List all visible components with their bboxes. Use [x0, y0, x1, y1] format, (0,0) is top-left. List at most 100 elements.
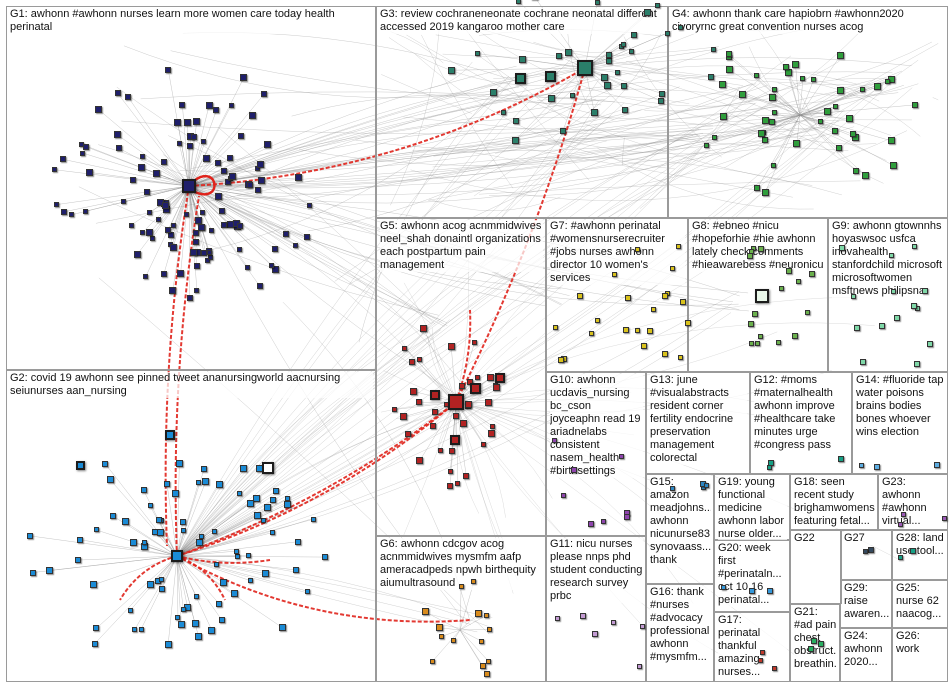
g1-node[interactable] [205, 102, 213, 110]
g3-node[interactable] [447, 66, 455, 74]
g2-node[interactable] [138, 626, 144, 632]
g3-node[interactable] [560, 127, 567, 134]
group-node[interactable] [772, 665, 778, 671]
g1-node[interactable] [189, 249, 197, 257]
g4-node[interactable] [884, 78, 890, 84]
g4-node[interactable] [769, 119, 776, 126]
g5-node[interactable] [416, 356, 422, 362]
g2-node[interactable] [213, 562, 219, 567]
group-node[interactable] [623, 513, 630, 520]
group-node[interactable] [634, 246, 640, 252]
group-node[interactable] [637, 664, 643, 670]
g1-node[interactable] [254, 187, 261, 194]
g1-node[interactable] [133, 250, 141, 258]
g6-node[interactable] [421, 608, 429, 616]
group-node[interactable] [746, 252, 753, 259]
g5-node[interactable] [472, 339, 478, 345]
g2-node[interactable] [179, 518, 186, 525]
group-box-g22[interactable]: G22 [790, 530, 842, 604]
g1-node[interactable] [226, 154, 233, 161]
g2-node[interactable] [121, 518, 129, 526]
hub-node-g8[interactable] [755, 289, 769, 303]
g1-node[interactable] [174, 118, 182, 126]
group-node[interactable] [760, 649, 766, 655]
g3-node[interactable] [710, 47, 716, 53]
g2-node[interactable] [295, 538, 302, 545]
g4-node[interactable] [852, 168, 859, 175]
g2-node[interactable] [272, 488, 279, 495]
g2-node[interactable] [93, 625, 100, 632]
g3-node[interactable] [707, 74, 714, 81]
g2-node[interactable] [283, 500, 291, 508]
g2-node[interactable] [253, 495, 261, 503]
g1-node[interactable] [246, 182, 253, 189]
group-node[interactable] [748, 320, 755, 327]
g1-node[interactable] [293, 242, 299, 248]
g2-node[interactable] [219, 617, 226, 624]
group-node[interactable] [897, 521, 903, 527]
group-node[interactable] [600, 519, 606, 525]
group-node[interactable] [909, 548, 916, 555]
group-box-g2[interactable]: G2: covid 19 awhonn see pinned tweet ana… [6, 370, 376, 682]
g2-node[interactable] [147, 581, 155, 589]
g2-node[interactable] [194, 594, 199, 600]
g6-node[interactable] [458, 583, 464, 589]
g2-node[interactable] [196, 539, 204, 547]
g1-node[interactable] [160, 271, 167, 278]
group-node[interactable] [641, 343, 648, 350]
g2-node[interactable] [129, 539, 137, 547]
g1-node[interactable] [94, 105, 102, 113]
hub-node-g3[interactable] [577, 60, 593, 76]
g1-node[interactable] [240, 74, 248, 82]
group-node[interactable] [555, 616, 561, 622]
hub-node-g2d[interactable] [75, 460, 85, 470]
g3-node[interactable] [622, 106, 629, 113]
group-node[interactable] [619, 453, 625, 459]
g2-node[interactable] [159, 577, 165, 583]
g1-node[interactable] [184, 119, 192, 127]
g2-node[interactable] [239, 464, 247, 472]
g5-node[interactable] [484, 399, 492, 407]
g4-node[interactable] [800, 76, 806, 82]
g2-node[interactable] [211, 529, 217, 535]
g1-node[interactable] [80, 150, 86, 156]
g6-node[interactable] [479, 662, 486, 669]
g1-node[interactable] [193, 263, 200, 270]
hub-node-g2[interactable] [171, 550, 183, 562]
g2-node[interactable] [278, 624, 286, 632]
group-node[interactable] [622, 326, 629, 333]
group-node[interactable] [927, 340, 934, 347]
g2-node[interactable] [311, 516, 317, 522]
g2-node[interactable] [177, 621, 185, 629]
group-node[interactable] [587, 521, 594, 528]
g1-node[interactable] [165, 66, 172, 73]
g5-node[interactable] [447, 482, 454, 489]
g2-node[interactable] [180, 527, 186, 533]
group-node[interactable] [703, 482, 709, 488]
group-node[interactable] [752, 311, 759, 318]
g2-node[interactable] [215, 481, 223, 488]
group-node[interactable] [661, 292, 668, 299]
g2-node[interactable] [235, 554, 241, 560]
group-node[interactable] [684, 320, 691, 327]
g6-node[interactable] [486, 626, 492, 632]
g6-node[interactable] [475, 610, 483, 618]
g5-node[interactable] [447, 343, 455, 351]
group-node[interactable] [767, 465, 773, 471]
g4-node[interactable] [793, 139, 801, 147]
group-box-g8[interactable]: G8: #ebneo #nicu #hopeforhie #hie awhonn… [688, 218, 828, 372]
group-node[interactable] [868, 546, 875, 553]
g1-node[interactable] [306, 202, 312, 208]
g1-node[interactable] [161, 158, 168, 165]
group-node[interactable] [589, 331, 595, 337]
g4-node[interactable] [754, 72, 760, 78]
g1-node[interactable] [125, 94, 132, 101]
group-node[interactable] [922, 288, 929, 295]
hub-node-g1[interactable] [182, 179, 196, 193]
group-box-g27[interactable]: G27 [840, 530, 892, 580]
group-box-g11[interactable]: G11: nicu nurses please nnps phd student… [546, 536, 646, 682]
g2-node[interactable] [164, 641, 172, 649]
g3-node[interactable] [615, 70, 621, 76]
g5-node[interactable] [453, 412, 460, 419]
group-node[interactable] [838, 456, 845, 463]
